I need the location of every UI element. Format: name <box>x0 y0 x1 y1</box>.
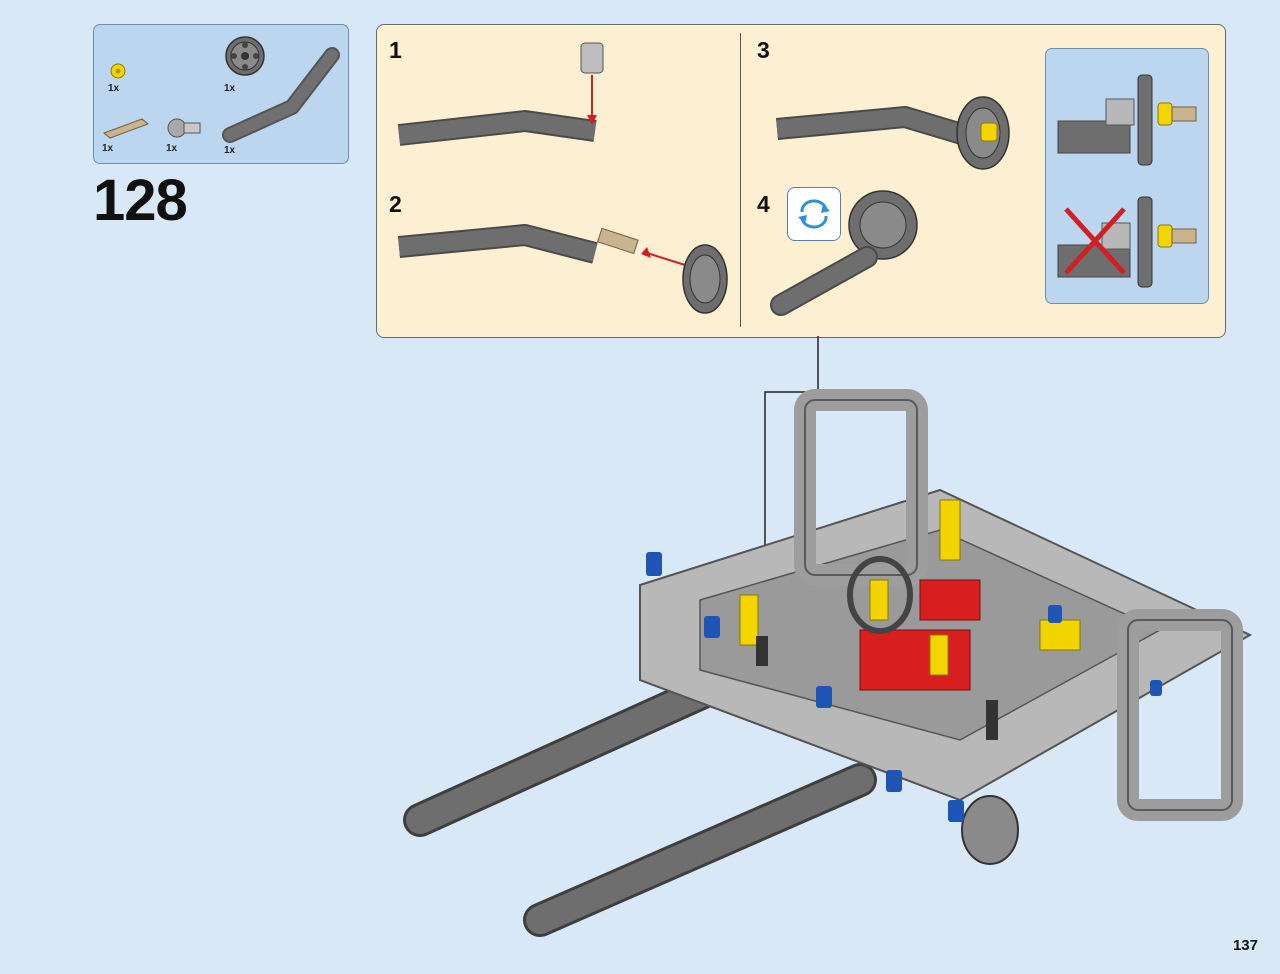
bent-liftarm-icon <box>222 47 340 143</box>
substep-number: 4 <box>757 191 770 217</box>
substep-3-illustration <box>775 96 1010 170</box>
substep-number: 3 <box>757 37 770 63</box>
correct-assembly-illustration <box>1057 74 1197 166</box>
page-number: 137 <box>1232 937 1258 954</box>
axle-icon <box>103 118 149 139</box>
pin-connector-icon <box>167 118 201 138</box>
substep-number: 2 <box>389 191 402 217</box>
part-qty: 1x <box>108 83 120 94</box>
hint-box <box>1045 48 1209 304</box>
yellow-bush-icon <box>110 63 126 79</box>
substeps-panel: 1 2 3 4 <box>376 24 1226 338</box>
substep-2-illustration <box>397 224 728 314</box>
rotate-model-icon <box>787 187 841 241</box>
incorrect-assembly-illustration <box>1057 196 1197 288</box>
part-qty: 1x <box>224 83 236 94</box>
part-qty: 1x <box>166 143 178 154</box>
panel-divider <box>740 33 741 327</box>
step-number: 128 <box>93 168 188 233</box>
pulley-wheel-icon <box>225 36 265 76</box>
substep-1-illustration <box>397 42 604 146</box>
substep-number: 1 <box>389 37 402 63</box>
substep-4-illustration <box>770 190 918 316</box>
parts-list-box: 1x 1x 1x 1x 1x <box>93 24 349 164</box>
part-qty: 1x <box>224 145 236 156</box>
part-qty: 1x <box>102 143 114 154</box>
main-model-illustration <box>403 389 1253 937</box>
